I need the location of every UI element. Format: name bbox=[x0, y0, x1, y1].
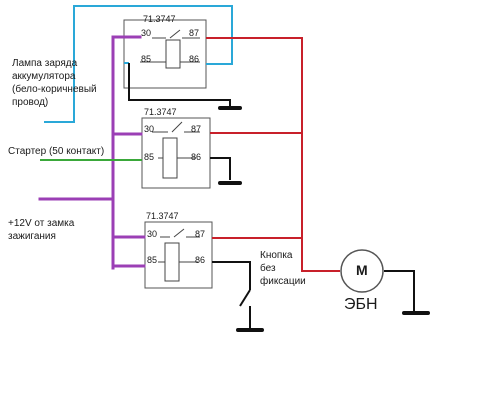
relay-2-pin-30: 30 bbox=[144, 124, 155, 134]
relay-3-pin-85: 85 bbox=[147, 255, 158, 265]
lamp-wire bbox=[44, 5, 233, 123]
relay-2-pin-87: 87 bbox=[191, 124, 202, 134]
output-wires bbox=[206, 37, 340, 272]
relay-1-pin-85: 85 bbox=[141, 54, 152, 64]
button-label-line-3: фиксации bbox=[260, 276, 306, 287]
lamp-label-line-2: аккумулятора bbox=[12, 71, 76, 82]
motor-name-label: ЭБН bbox=[344, 296, 378, 313]
motor-icon bbox=[340, 249, 384, 293]
relay-3-pin-86: 86 bbox=[195, 255, 206, 265]
motor-symbol-label: M bbox=[356, 262, 368, 278]
relay-1-box bbox=[123, 19, 207, 89]
relay-2-switch bbox=[152, 121, 200, 133]
relay-1-pin-86: 86 bbox=[189, 54, 200, 64]
relay-1-switch bbox=[152, 29, 200, 39]
starter-label: Стартер (50 контакт) bbox=[8, 146, 105, 157]
ignition-label-line-1: +12V от замка bbox=[8, 218, 75, 229]
relay-1-coil bbox=[165, 39, 181, 69]
ignition-label-line-2: зажигания bbox=[8, 231, 56, 242]
relay-1-pin-30: 30 bbox=[141, 28, 152, 38]
relay-2-box bbox=[141, 117, 211, 189]
relay-3-pin-87: 87 bbox=[195, 229, 206, 239]
relay-3-switch bbox=[160, 228, 200, 238]
button-label-line-2: без bbox=[260, 263, 276, 274]
lamp-label-line-1: Лампа заряда bbox=[12, 58, 78, 69]
relay-1-pin-87: 87 bbox=[189, 28, 200, 38]
ground-symbols bbox=[218, 106, 430, 332]
relay-3-pin-30: 30 bbox=[147, 229, 158, 239]
relay-2-pin-86: 86 bbox=[191, 152, 202, 162]
relay-2-model: 71.3747 bbox=[144, 107, 177, 117]
relay-3-model: 71.3747 bbox=[146, 211, 179, 221]
lamp-label-line-3: (бело-коричневый bbox=[12, 84, 97, 95]
power-wires bbox=[38, 35, 146, 270]
relay-1-model: 71.3747 bbox=[143, 14, 176, 24]
button-label-line-1: Кнопка bbox=[260, 250, 293, 261]
ground-wires bbox=[128, 63, 415, 328]
relay-2-pin-85: 85 bbox=[144, 152, 155, 162]
button-switch-blade bbox=[239, 289, 251, 307]
lamp-label-line-4: провод) bbox=[12, 97, 49, 108]
